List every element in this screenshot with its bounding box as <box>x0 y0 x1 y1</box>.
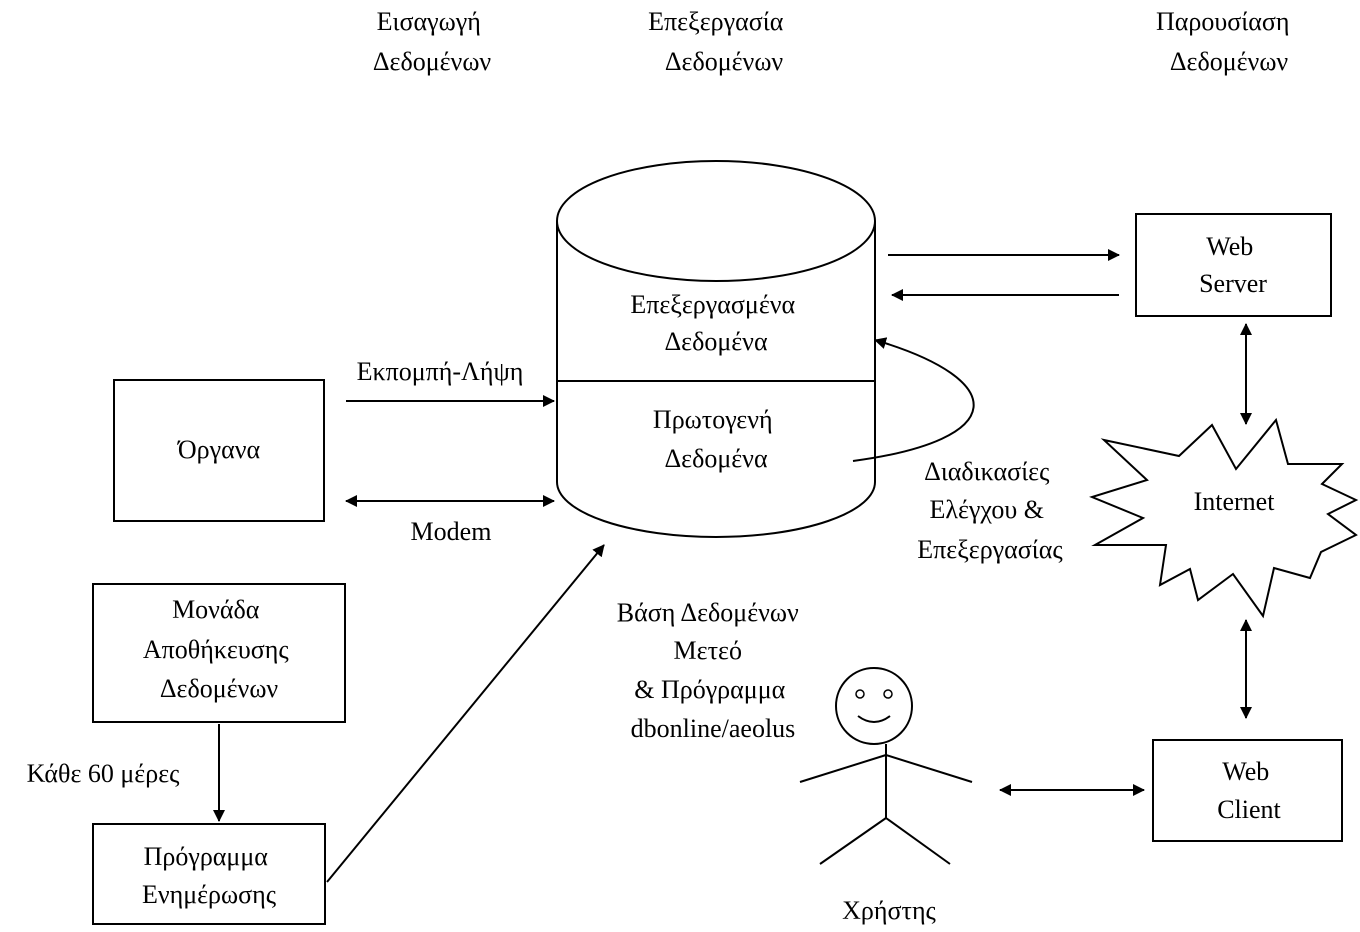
user-smile <box>857 715 891 723</box>
raw-data-label: Πρωτογενή Δεδομένα <box>653 405 779 473</box>
web-client-box <box>1152 739 1343 842</box>
user-head <box>835 667 913 745</box>
database-caption: Βάση Δεδομένων Μετεό & Πρόγραμμα dbonlin… <box>617 598 806 743</box>
user-left-arm <box>799 754 887 783</box>
check-process-loop-arrow <box>852 337 975 462</box>
update-program-label: Πρόγραμμα Ενημέρωσης <box>142 842 277 909</box>
web-client-label: Web Client <box>1217 757 1281 824</box>
user-right-eye <box>883 689 893 699</box>
header-input: Εισαγωγή Δεδομένων <box>373 7 492 76</box>
processed-data-label: Επεξεργασμένα Δεδομένα <box>630 290 801 356</box>
storage-unit-label: Μονάδα Αποθήκευσης Δεδομένων <box>143 595 295 703</box>
internet-label: Internet <box>1194 487 1276 516</box>
database-cylinder <box>556 160 876 538</box>
header-processing: Επεξεργασία Δεδομένων <box>648 7 790 76</box>
update-to-database-arrow <box>326 544 605 883</box>
internet-starburst <box>1089 417 1359 619</box>
header-presentation: Παρουσίαση Δεδομένων <box>1156 7 1296 76</box>
web-server-box <box>1135 213 1332 317</box>
web-server-label: Web Server <box>1199 232 1267 298</box>
user-right-arm <box>885 754 973 783</box>
user-left-leg <box>819 817 887 865</box>
user-label: Χρήστης <box>842 896 936 925</box>
user-right-leg <box>885 817 951 865</box>
instruments-label: Όργανα <box>177 435 261 464</box>
check-process-label: Διαδικασίες Ελέγχου & Επεξεργασίας <box>917 457 1063 564</box>
storage-unit-box <box>92 583 346 723</box>
transmit-receive-label: Εκπομπή-Λήψη <box>357 357 524 386</box>
instruments-box <box>113 379 325 522</box>
user-left-eye <box>855 689 865 699</box>
update-program-box <box>92 823 326 925</box>
user-stick-figure <box>799 667 973 865</box>
modem-label: Modem <box>411 517 492 546</box>
every-60-days-label: Κάθε 60 μέρες <box>27 759 181 788</box>
